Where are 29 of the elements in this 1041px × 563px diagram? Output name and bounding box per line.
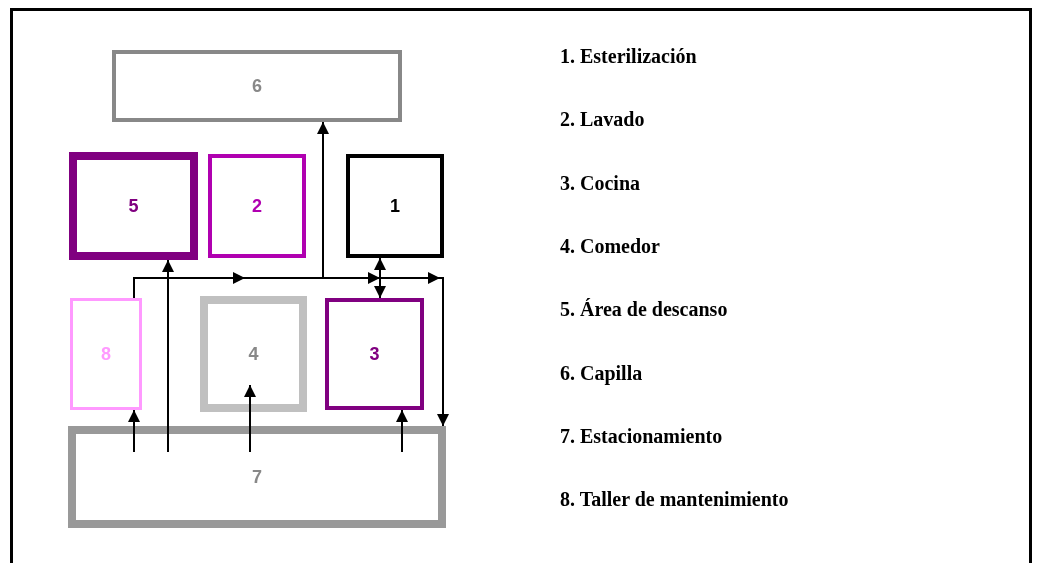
legend-text: 3. Cocina	[560, 171, 640, 195]
room-number: 7	[252, 466, 262, 488]
arrow	[162, 259, 174, 453]
legend-text: 5. Área de descanso	[560, 298, 728, 322]
room-number: 2	[252, 195, 262, 217]
room-number: 3	[369, 343, 380, 365]
legend-text: 1. Esterilización	[560, 45, 697, 68]
arrow	[128, 409, 140, 453]
arrow	[374, 257, 386, 299]
room-box	[112, 50, 402, 122]
arrow	[244, 384, 256, 453]
room-box	[69, 152, 198, 260]
legend-text: 8. Taller de mantenimiento	[560, 488, 789, 512]
room-box	[70, 298, 142, 410]
legend-text: 6. Capilla	[560, 361, 643, 385]
room-box	[346, 154, 444, 258]
legend-text: 2. Lavado	[560, 108, 645, 132]
arrow	[396, 409, 408, 453]
room-box	[200, 296, 307, 412]
room-number: 8	[101, 343, 111, 365]
room-box	[68, 426, 446, 528]
room-number: 5	[128, 195, 139, 217]
room-box	[325, 298, 424, 410]
room-number: 4	[248, 343, 259, 365]
room-number: 6	[252, 75, 262, 97]
room-box	[208, 154, 306, 258]
legend-text: 7. Estacionamiento	[560, 424, 723, 448]
room-number: 1	[390, 195, 400, 217]
legend-text: 4. Comedor	[560, 234, 660, 258]
